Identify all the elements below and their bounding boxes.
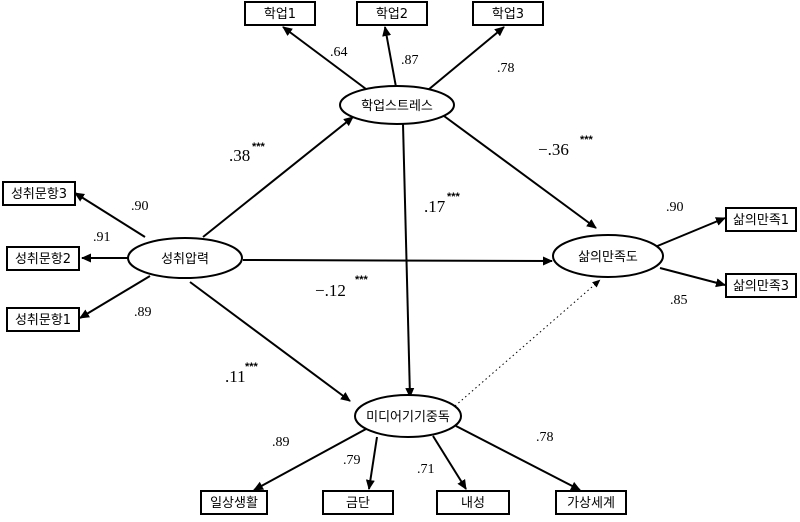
edge-stress-academic3 [427, 26, 505, 91]
edge-satisfaction-3 [659, 267, 726, 288]
indicator-academic3-label: 학업3 [492, 7, 524, 22]
loading-withdrawal: .79 [343, 453, 361, 468]
indicator-tolerance-label: 내성 [461, 496, 485, 511]
construct-achievement-pressure [127, 237, 243, 279]
edge-media-satisfaction [454, 279, 601, 407]
indicator-achievement3-box [2, 181, 76, 206]
loading-achievement2: .91 [93, 230, 111, 245]
edge-pressure-achievement3 [74, 192, 146, 238]
indicator-satisfaction3-label: 삶의만족3 [733, 279, 789, 294]
loading-tolerance: .71 [417, 462, 435, 477]
indicator-satisfaction1-label: 삶의만족1 [733, 213, 789, 228]
edge-pressure-satisfaction [242, 256, 553, 266]
indicator-tolerance-box [436, 490, 510, 515]
loading-satisfaction3: .85 [670, 293, 688, 308]
path-pressure-media: .11 [225, 367, 246, 386]
path-stress-satisfaction-sig: *** [580, 134, 594, 146]
indicator-achievement2-box [6, 246, 80, 271]
edge-media-virtual-world [455, 425, 581, 491]
indicator-achievement2-label: 성취문항2 [15, 252, 71, 267]
indicator-withdrawal-label: 금단 [346, 496, 370, 511]
indicator-academic3-box [472, 1, 544, 26]
loading-daily-life: .89 [272, 435, 290, 450]
edge-satisfaction-1 [654, 217, 726, 248]
indicator-virtual-world-box [555, 490, 627, 515]
indicator-academic2-label: 학업2 [376, 7, 408, 22]
path-stress-media: .17 [424, 197, 446, 216]
loading-achievement3: .90 [131, 199, 149, 214]
construct-achievement-pressure-label: 성취압력 [161, 252, 209, 267]
edge-media-tolerance [432, 435, 467, 490]
indicator-daily-life-box [200, 490, 268, 515]
construct-media-addiction-label: 미디어기기중독 [366, 410, 450, 425]
construct-academic-stress [339, 85, 455, 125]
loading-virtual-world: .78 [536, 430, 554, 445]
indicator-academic1-label: 학업1 [264, 7, 296, 22]
edge-pressure-achievement1 [79, 275, 151, 319]
path-pressure-satisfaction-sig: *** [355, 274, 369, 286]
edge-media-withdrawal [365, 436, 378, 490]
path-stress-satisfaction: −.36 [538, 140, 569, 159]
loading-academic2: .87 [401, 53, 419, 68]
edge-stress-satisfaction [443, 115, 597, 229]
construct-media-addiction [354, 394, 462, 438]
construct-life-satisfaction-label: 삶의만족도 [578, 250, 638, 265]
indicator-satisfaction3-box [725, 273, 797, 298]
indicator-academic1-box [244, 1, 316, 26]
indicator-satisfaction1-box [725, 207, 797, 232]
edge-media-daily-life [253, 428, 367, 491]
loading-satisfaction1: .90 [666, 200, 684, 215]
path-stress-media-sig: *** [447, 191, 461, 203]
indicator-virtual-world-label: 가상세계 [567, 496, 615, 511]
path-pressure-media-sig: *** [245, 361, 259, 373]
indicator-academic2-box [356, 1, 428, 26]
indicator-achievement1-label: 성취문항1 [15, 313, 71, 328]
path-pressure-stress-sig: *** [252, 141, 266, 153]
path-pressure-satisfaction: −.12 [315, 281, 346, 300]
edge-pressure-media [189, 281, 351, 402]
path-pressure-stress: .38 [229, 146, 250, 165]
indicator-achievement3-label: 성취문항3 [11, 187, 67, 202]
edge-stress-academic2 [382, 26, 397, 88]
loading-academic1: .64 [330, 45, 348, 60]
loading-academic3: .78 [497, 61, 515, 76]
construct-academic-stress-label: 학업스트레스 [361, 99, 433, 114]
edge-pressure-stress [202, 116, 354, 238]
indicator-achievement1-box [6, 307, 80, 332]
construct-life-satisfaction [552, 234, 664, 278]
indicator-daily-life-label: 일상생활 [210, 496, 258, 511]
indicator-withdrawal-box [322, 490, 394, 515]
edge-stress-academic1 [282, 26, 371, 93]
loading-achievement1: .89 [134, 305, 152, 320]
